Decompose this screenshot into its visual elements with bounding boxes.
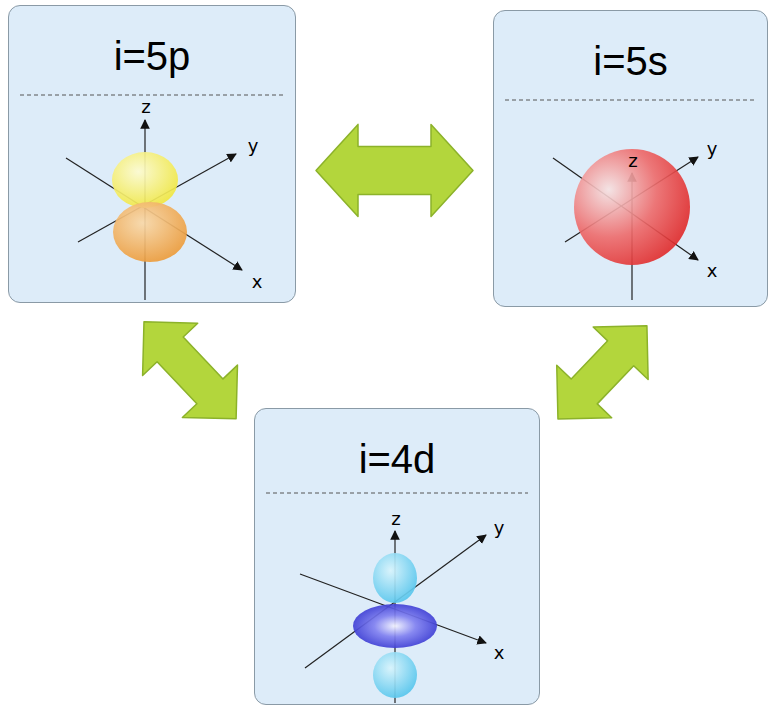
orbital-title: i=4d [359,437,436,481]
orbital-box: i=5p z y x [8,5,296,303]
axis-label: y [707,139,718,159]
axis-label: x [707,261,718,281]
orbital-box: i=5s z y x [493,10,768,307]
orbital-title: i=5s [593,39,668,83]
axis-label: y [248,136,259,156]
axis-label: z [628,151,637,171]
axis-label: z [391,509,400,529]
orbital-box: i=4d z y x [254,408,540,705]
transition-arrow [143,322,238,419]
axis-label: x [494,643,505,663]
transition-arrow [557,326,648,419]
axis-label: y [494,518,505,538]
orbital-title: i=5p [114,34,191,78]
axis-label: x [252,272,263,292]
transition-arrow [316,124,473,216]
axis-label: z [141,97,150,117]
